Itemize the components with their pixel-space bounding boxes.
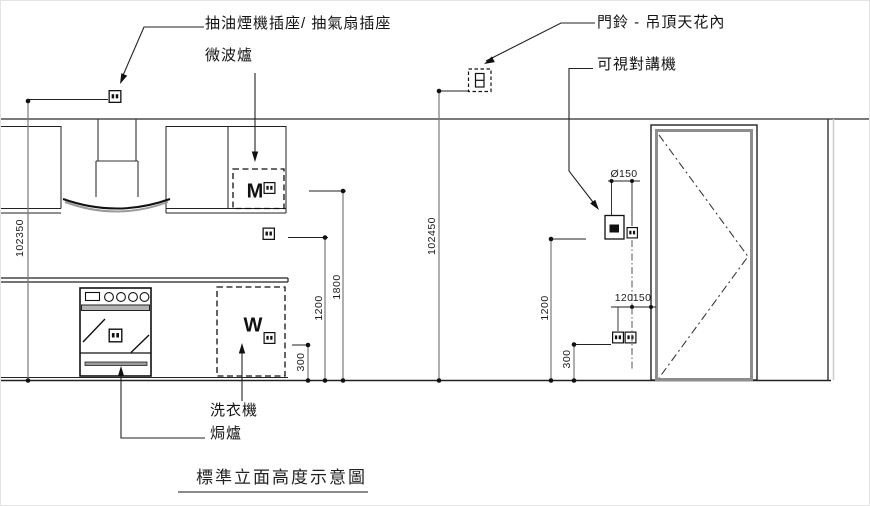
dim-text-120: 120 <box>614 292 634 304</box>
power-socket-icon <box>612 331 624 344</box>
level-center-dim: 102450 <box>426 216 438 256</box>
oven-knobs <box>104 292 150 302</box>
dim-text-1200-right: 1200 <box>539 295 551 321</box>
doorbell-label: 門鈴 - 吊頂天花內 <box>597 14 726 31</box>
intercom-label: 可視對講機 <box>597 56 678 73</box>
dim-dia150 <box>608 179 640 226</box>
dim-text-dia150: Ø150 <box>610 168 638 180</box>
power-socket-icon <box>262 227 275 240</box>
doorbell-icon <box>467 68 492 93</box>
microwave-mark: M <box>246 180 264 203</box>
washing-machine-outline <box>216 286 286 377</box>
leader-arrowheads <box>117 56 599 377</box>
oven-handle <box>81 304 150 311</box>
drawing-title: 標準立面高度示意圖 <box>178 463 368 493</box>
washer-mark: W <box>243 314 263 337</box>
right-wall-line <box>827 119 835 380</box>
datum-line-center <box>436 88 468 383</box>
washer-label: 洗衣機 <box>210 402 259 419</box>
power-socket-icon <box>624 331 637 344</box>
intercom-icon <box>604 214 625 240</box>
power-socket-icon <box>263 182 276 194</box>
counter-top <box>1 277 289 283</box>
microwave-label: 微波爐 <box>205 47 254 64</box>
dim-1800 <box>309 188 346 383</box>
dim-300-right <box>571 342 611 383</box>
dim-1200-left <box>288 235 328 383</box>
microwave-outline <box>232 168 285 210</box>
oven-display <box>84 291 101 302</box>
oven-drawer-handle <box>84 361 148 366</box>
door-swing-icon <box>658 134 749 379</box>
hood-socket-label: 抽油煙機插座/ 抽氣扇插座 <box>205 15 392 32</box>
dim-text-300-right: 300 <box>561 349 573 369</box>
dim-text-300-left: 300 <box>295 352 307 372</box>
oven-label: 焗爐 <box>210 425 243 442</box>
datum-line-left <box>25 98 108 383</box>
range-hood <box>62 119 171 213</box>
power-socket-icon <box>108 328 123 343</box>
dim-text-1800: 1800 <box>331 274 343 300</box>
leader-lines <box>120 22 597 439</box>
dim-300-left <box>292 342 311 383</box>
power-socket-icon <box>263 332 276 344</box>
door <box>650 124 758 381</box>
dim-120-150 <box>611 305 656 331</box>
dim-text-150: 150 <box>632 292 652 304</box>
dim-1200-right <box>548 236 586 383</box>
level-left-dim: 102350 <box>14 218 26 258</box>
dim-text-1200-left: 1200 <box>313 295 325 321</box>
power-socket-icon <box>108 90 122 103</box>
power-socket-icon <box>626 227 638 239</box>
